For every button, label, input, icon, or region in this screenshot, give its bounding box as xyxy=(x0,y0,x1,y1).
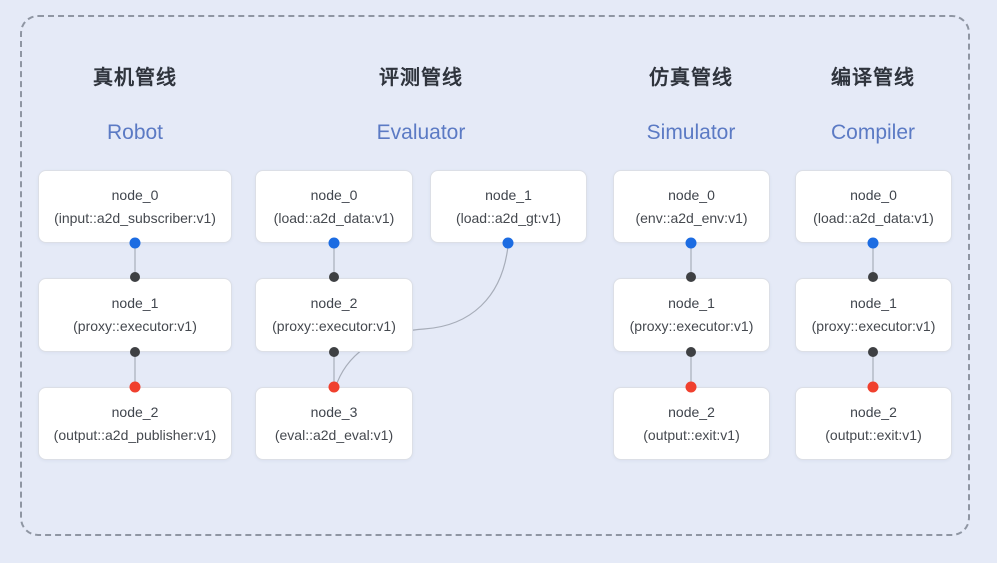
black-dot xyxy=(329,347,339,357)
evaluator-node-2: node_2 (proxy::executor:v1) xyxy=(255,278,413,352)
compiler-node-2: node_2 (output::exit:v1) xyxy=(795,387,952,460)
red-dot xyxy=(685,381,697,393)
simulator-title-en: Simulator xyxy=(646,121,736,144)
red-dot xyxy=(129,381,141,393)
evaluator-node-0: node_0 (load::a2d_data:v1) xyxy=(255,170,413,243)
node-name: node_1 xyxy=(668,295,715,311)
blue-dot xyxy=(328,237,340,249)
simulator-node-0: node_0 (env::a2d_env:v1) xyxy=(613,170,770,243)
node-name: node_1 xyxy=(111,295,159,311)
node-type: (load::a2d_data:v1) xyxy=(273,209,395,226)
node-name: node_3 xyxy=(310,403,358,420)
dashed-border-frame xyxy=(20,15,970,536)
evaluator-title-en: Evaluator xyxy=(376,121,466,144)
node-name: node_2 xyxy=(310,295,358,311)
black-dot xyxy=(868,272,878,282)
black-dot xyxy=(868,347,878,357)
black-dot xyxy=(686,272,696,282)
node-name: node_2 xyxy=(850,403,897,420)
node-name: node_2 xyxy=(111,403,159,420)
node-type: (eval::a2d_eval:v1) xyxy=(274,426,394,443)
robot-node-2: node_2 (output::a2d_publisher:v1) xyxy=(38,387,232,460)
node-name: node_1 xyxy=(485,186,532,203)
robot-node-0: node_0 (input::a2d_subscriber:v1) xyxy=(38,170,232,243)
robot-title-zh: 真机管线 xyxy=(93,67,177,89)
evaluator-title-zh: 评测管线 xyxy=(379,67,463,89)
simulator-node-1: node_1 (proxy::executor:v1) xyxy=(613,278,770,352)
node-type: (input::a2d_subscriber:v1) xyxy=(54,209,216,226)
node-type: (output::exit:v1) xyxy=(643,426,740,443)
node-type: (proxy::executor:v1) xyxy=(629,318,754,334)
blue-dot xyxy=(867,237,879,249)
node-type: (load::a2d_gt:v1) xyxy=(455,209,562,226)
robot-node-1: node_1 (proxy::executor:v1) xyxy=(38,278,232,352)
simulator-node-2: node_2 (output::exit:v1) xyxy=(613,387,770,460)
black-dot xyxy=(130,272,140,282)
evaluator-node-1: node_1 (load::a2d_gt:v1) xyxy=(430,170,587,243)
black-dot xyxy=(686,347,696,357)
node-name: node_2 xyxy=(668,403,715,420)
compiler-node-0: node_0 (load::a2d_data:v1) xyxy=(795,170,952,243)
node-name: node_0 xyxy=(850,186,897,203)
compiler-node-1: node_1 (proxy::executor:v1) xyxy=(795,278,952,352)
red-dot xyxy=(328,381,340,393)
node-name: node_0 xyxy=(310,186,358,203)
compiler-title-en: Compiler xyxy=(830,121,916,144)
node-name: node_0 xyxy=(668,186,715,203)
blue-dot xyxy=(129,237,141,249)
robot-title-en: Robot xyxy=(106,121,164,144)
blue-dot xyxy=(502,237,514,249)
blue-dot xyxy=(685,237,697,249)
evaluator-node-3: node_3 (eval::a2d_eval:v1) xyxy=(255,387,413,460)
node-type: (output::exit:v1) xyxy=(825,426,922,443)
node-type: (env::a2d_env:v1) xyxy=(635,209,748,226)
compiler-title-zh: 编译管线 xyxy=(831,67,915,89)
evaluator-gt-curve xyxy=(336,245,509,384)
black-dot xyxy=(329,272,339,282)
node-type: (output::a2d_publisher:v1) xyxy=(53,426,217,443)
node-type: (proxy::executor:v1) xyxy=(272,318,396,334)
node-type: (proxy::executor:v1) xyxy=(73,318,197,334)
black-dot xyxy=(130,347,140,357)
node-type: (proxy::executor:v1) xyxy=(811,318,936,334)
red-dot xyxy=(867,381,879,393)
node-type: (load::a2d_data:v1) xyxy=(813,209,934,226)
node-name: node_1 xyxy=(850,295,897,311)
simulator-title-zh: 仿真管线 xyxy=(649,67,733,89)
node-name: node_0 xyxy=(111,186,159,203)
